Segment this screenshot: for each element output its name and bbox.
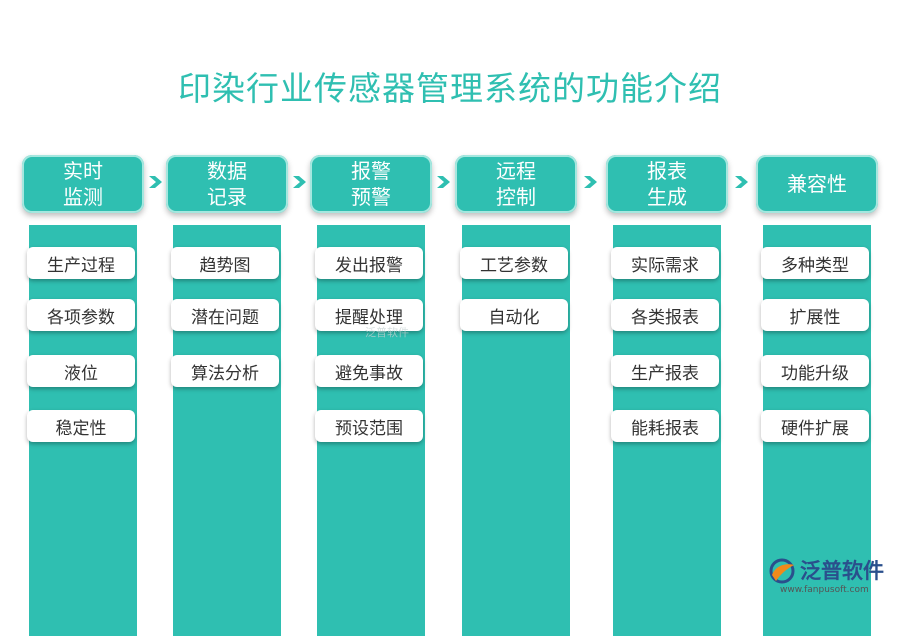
column-heading: 远程 控制 <box>455 155 577 213</box>
logo-name: 泛普软件 <box>800 559 884 583</box>
list-item: 发出报警 <box>315 247 423 279</box>
list-item: 趋势图 <box>171 247 279 279</box>
list-item: 实际需求 <box>611 247 719 279</box>
column-heading: 报警 预警 <box>310 155 432 213</box>
fanpu-logo-icon <box>769 558 795 584</box>
list-item: 硬件扩展 <box>761 410 869 442</box>
logo-url: www.fanpusoft.com <box>780 585 869 595</box>
list-item: 多种类型 <box>761 247 869 279</box>
column-panel: 实际需求 各类报表 生产报表 能耗报表 <box>611 225 721 636</box>
list-item: 自动化 <box>460 299 568 331</box>
arrow-right-icon <box>584 176 597 188</box>
brand-logo: 泛普软件 www.fanpusoft.com <box>766 555 894 595</box>
list-item: 工艺参数 <box>460 247 568 279</box>
column-heading: 数据 记录 <box>166 155 288 213</box>
list-item: 功能升级 <box>761 355 869 387</box>
list-item: 稳定性 <box>27 410 135 442</box>
column-panel: 发出报警 提醒处理 避免事故 预设范围 <box>315 225 425 636</box>
column-panel: 工艺参数 自动化 <box>460 225 570 636</box>
list-item: 生产过程 <box>27 247 135 279</box>
diagram-title: 印染行业传感器管理系统的功能介绍 <box>178 69 722 108</box>
column-heading: 报表 生成 <box>606 155 728 213</box>
arrow-right-icon <box>149 176 162 188</box>
arrow-right-icon <box>437 176 450 188</box>
list-item: 提醒处理 <box>315 299 423 331</box>
list-item: 算法分析 <box>171 355 279 387</box>
list-item: 预设范围 <box>315 410 423 442</box>
list-item: 各项参数 <box>27 299 135 331</box>
column-panel: 趋势图 潜在问题 算法分析 <box>171 225 281 636</box>
column-panel: 多种类型 扩展性 功能升级 硬件扩展 <box>761 225 871 636</box>
column-panel: 生产过程 各项参数 液位 稳定性 <box>27 225 137 636</box>
list-item: 生产报表 <box>611 355 719 387</box>
column-heading: 实时 监测 <box>22 155 144 213</box>
list-item: 各类报表 <box>611 299 719 331</box>
arrow-right-icon <box>735 176 748 188</box>
arrow-right-icon <box>293 176 306 188</box>
list-item: 能耗报表 <box>611 410 719 442</box>
watermark-text: 泛普软件 <box>365 326 409 339</box>
list-item: 扩展性 <box>761 299 869 331</box>
column-heading: 兼容性 <box>756 155 878 213</box>
list-item: 潜在问题 <box>171 299 279 331</box>
feature-columns: 实时 监测 生产过程 各项参数 液位 稳定性 数据 记录 趋势图 潜在问题 算法… <box>22 155 878 636</box>
list-item: 液位 <box>27 355 135 387</box>
list-item: 避免事故 <box>315 355 423 387</box>
